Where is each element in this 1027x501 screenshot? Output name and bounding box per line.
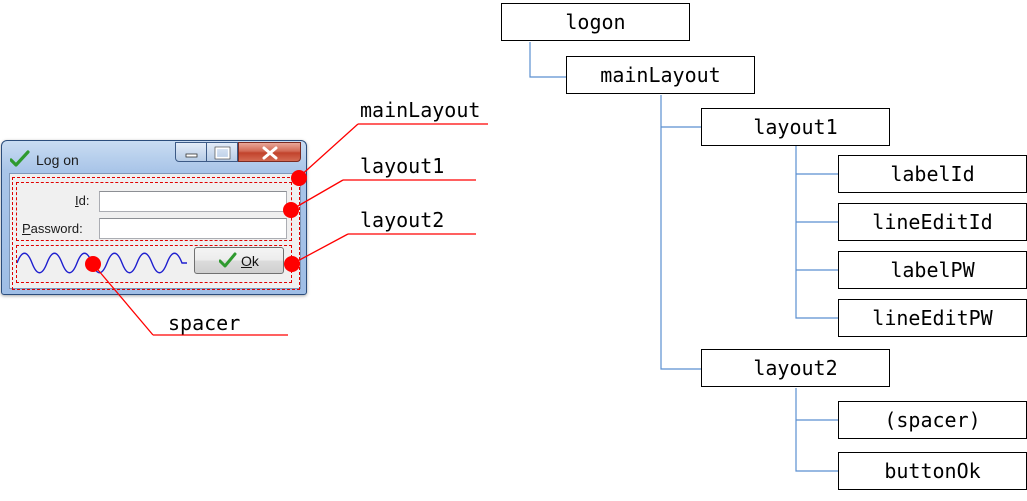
tree-node-logon: logon: [501, 3, 690, 41]
layout2-marker: [284, 256, 300, 272]
tree-node-lineEditId: lineEditId: [838, 203, 1027, 241]
close-button[interactable]: [238, 142, 301, 162]
window-title: Log on: [36, 152, 79, 168]
lineedit-id[interactable]: [99, 191, 287, 212]
annotation-layout1: layout1: [360, 154, 445, 178]
mainLayout-outline: [12, 177, 300, 290]
minimize-icon: [185, 153, 198, 158]
check-icon: [9, 150, 30, 168]
minimize-button[interactable]: [175, 142, 207, 162]
tree-node-layout1: layout1: [701, 108, 890, 146]
close-icon: [262, 146, 278, 160]
annotation-mainLayout: mainLayout: [360, 98, 481, 122]
title-bar: Log on: [2, 141, 306, 173]
tree-node-layout2: layout2: [701, 349, 890, 387]
maximize-button[interactable]: [206, 142, 238, 162]
tree-node-lineEditPW: lineEditPW: [838, 299, 1027, 337]
annotation-spacer: spacer: [168, 311, 241, 335]
lineedit-password[interactable]: [99, 218, 287, 239]
tree-node-labelPW: labelPW: [838, 251, 1027, 289]
ok-button[interactable]: Ok: [194, 247, 284, 274]
spacer-marker: [85, 256, 101, 272]
tree-node-spacer: (spacer): [838, 401, 1027, 439]
label-id: Id:: [75, 193, 90, 208]
maximize-icon: [214, 146, 231, 160]
ok-label: Ok: [241, 253, 259, 269]
label-password: Password:: [22, 221, 83, 236]
annotation-layout2: layout2: [360, 208, 445, 232]
tree-node-labelId: labelId: [838, 155, 1027, 193]
tree-node-buttonOk: buttonOk: [838, 452, 1027, 490]
tree-node-mainLayout: mainLayout: [566, 56, 755, 94]
layout1-marker: [283, 202, 299, 218]
check-icon: [218, 252, 237, 273]
mainLayout-marker: [291, 170, 307, 186]
